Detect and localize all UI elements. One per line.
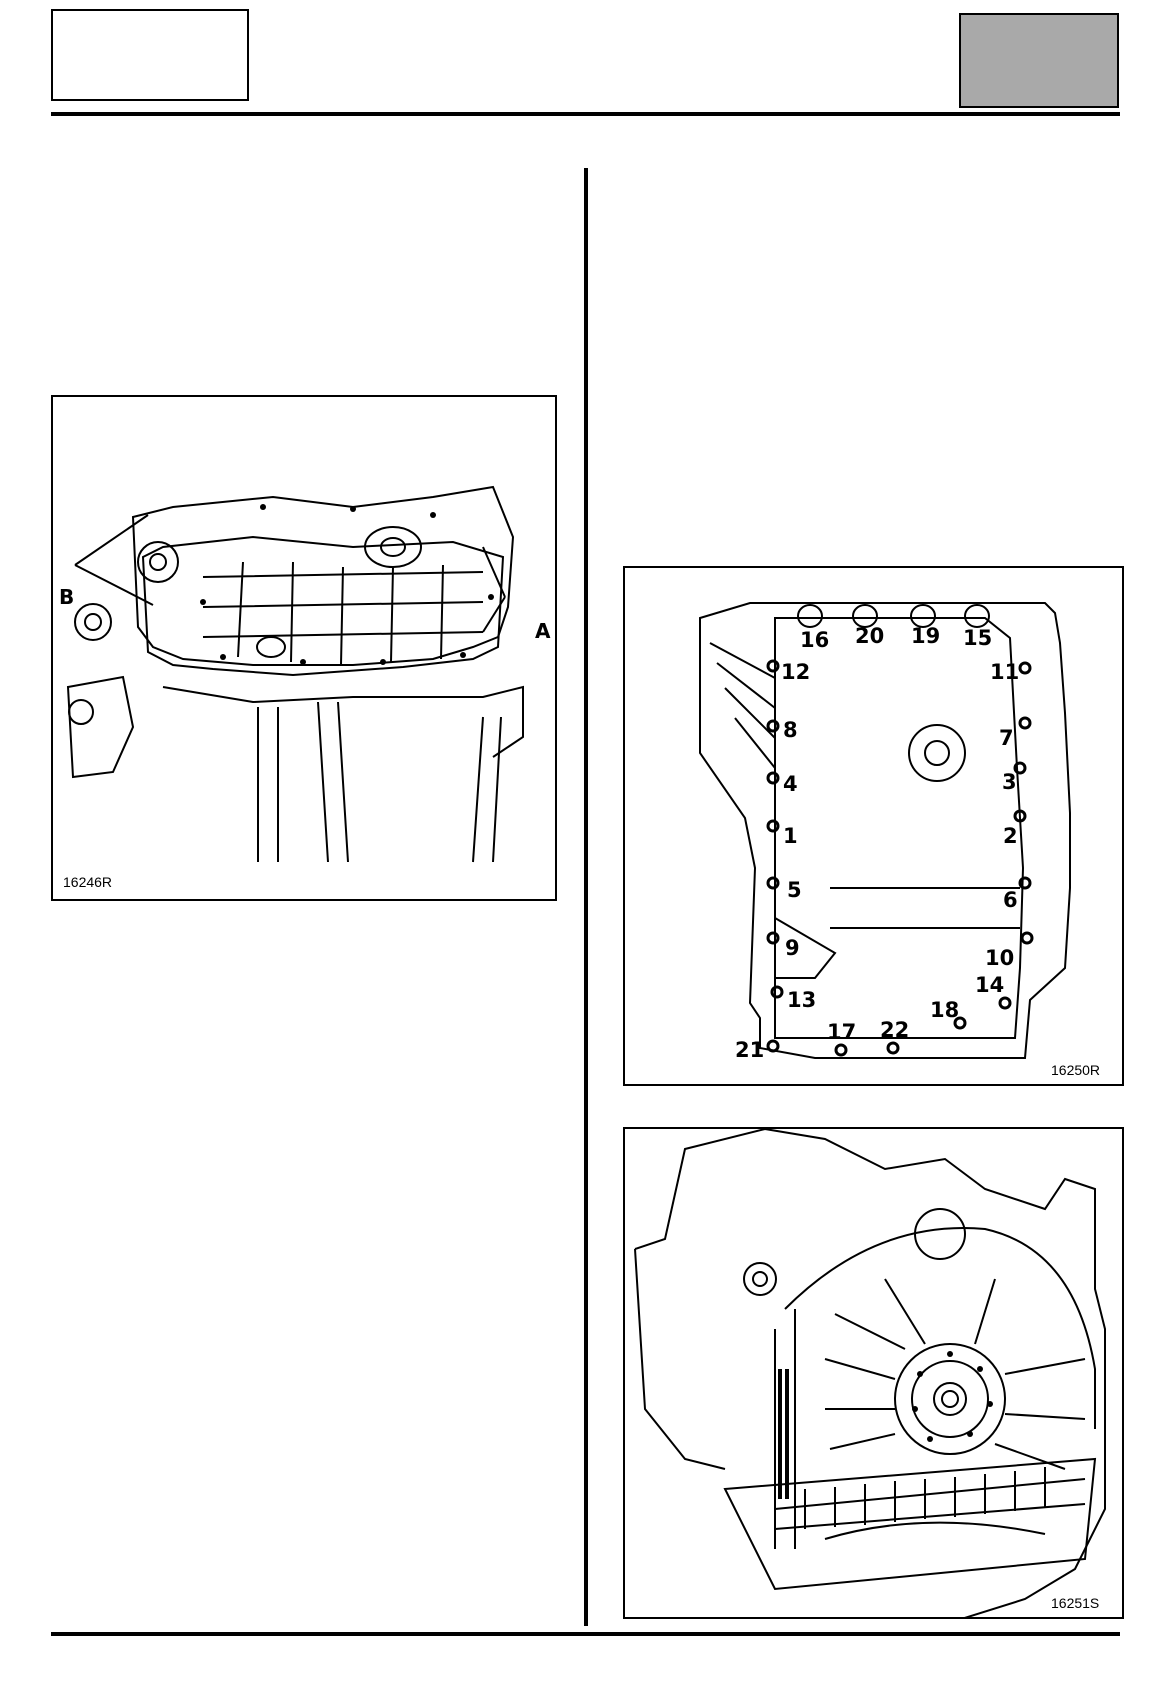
sump-bolt-illustration [699, 602, 1071, 1059]
bolt-label-20: 20 [855, 624, 885, 648]
footer-rule [51, 1632, 1120, 1636]
bolt-label-19: 19 [911, 624, 941, 648]
bolt-label-4: 4 [783, 772, 798, 796]
figure-oil-sump-side: B A 16246R [51, 395, 557, 901]
figure-label-16246r: 16246R [63, 874, 113, 890]
header-tab-left [51, 9, 249, 101]
bolt-label-18: 18 [930, 998, 960, 1022]
bolt-label-2: 2 [1003, 824, 1018, 848]
header-rule [51, 112, 1120, 116]
figure-label-16250r: 16250R [1051, 1062, 1101, 1078]
bolt-label-8: 8 [783, 718, 798, 742]
figure-crankshaft-end: 16251S [623, 1127, 1124, 1619]
crankshaft-end-illustration [634, 1129, 1106, 1617]
bolt-label-1: 1 [783, 824, 798, 848]
column-divider [584, 168, 588, 1626]
callout-b: B [59, 585, 75, 609]
bolt-label-15: 15 [963, 626, 993, 650]
bolt-label-12: 12 [781, 660, 811, 684]
bolt-label-22: 22 [880, 1018, 910, 1042]
bolt-label-6: 6 [1003, 888, 1018, 912]
bolt-label-3: 3 [1002, 770, 1017, 794]
bolt-label-9: 9 [785, 936, 800, 960]
bolt-label-21: 21 [735, 1038, 765, 1062]
bolt-label-11: 11 [990, 660, 1020, 684]
bolt-label-13: 13 [787, 988, 817, 1012]
engine-sump-illustration [66, 485, 524, 863]
bolt-label-17: 17 [827, 1020, 857, 1044]
header-tab-right [959, 13, 1119, 108]
bolt-label-16: 16 [800, 628, 830, 652]
bolt-label-14: 14 [975, 973, 1005, 997]
figure-sump-bolt-order: 16 20 19 15 12 11 8 7 4 3 1 2 5 6 9 10 1… [623, 566, 1124, 1086]
figure-label-16251s: 16251S [1051, 1595, 1100, 1611]
callout-a: A [535, 619, 551, 643]
bolt-label-7: 7 [999, 726, 1014, 750]
bolt-label-5: 5 [787, 878, 802, 902]
bolt-label-10: 10 [985, 946, 1015, 970]
